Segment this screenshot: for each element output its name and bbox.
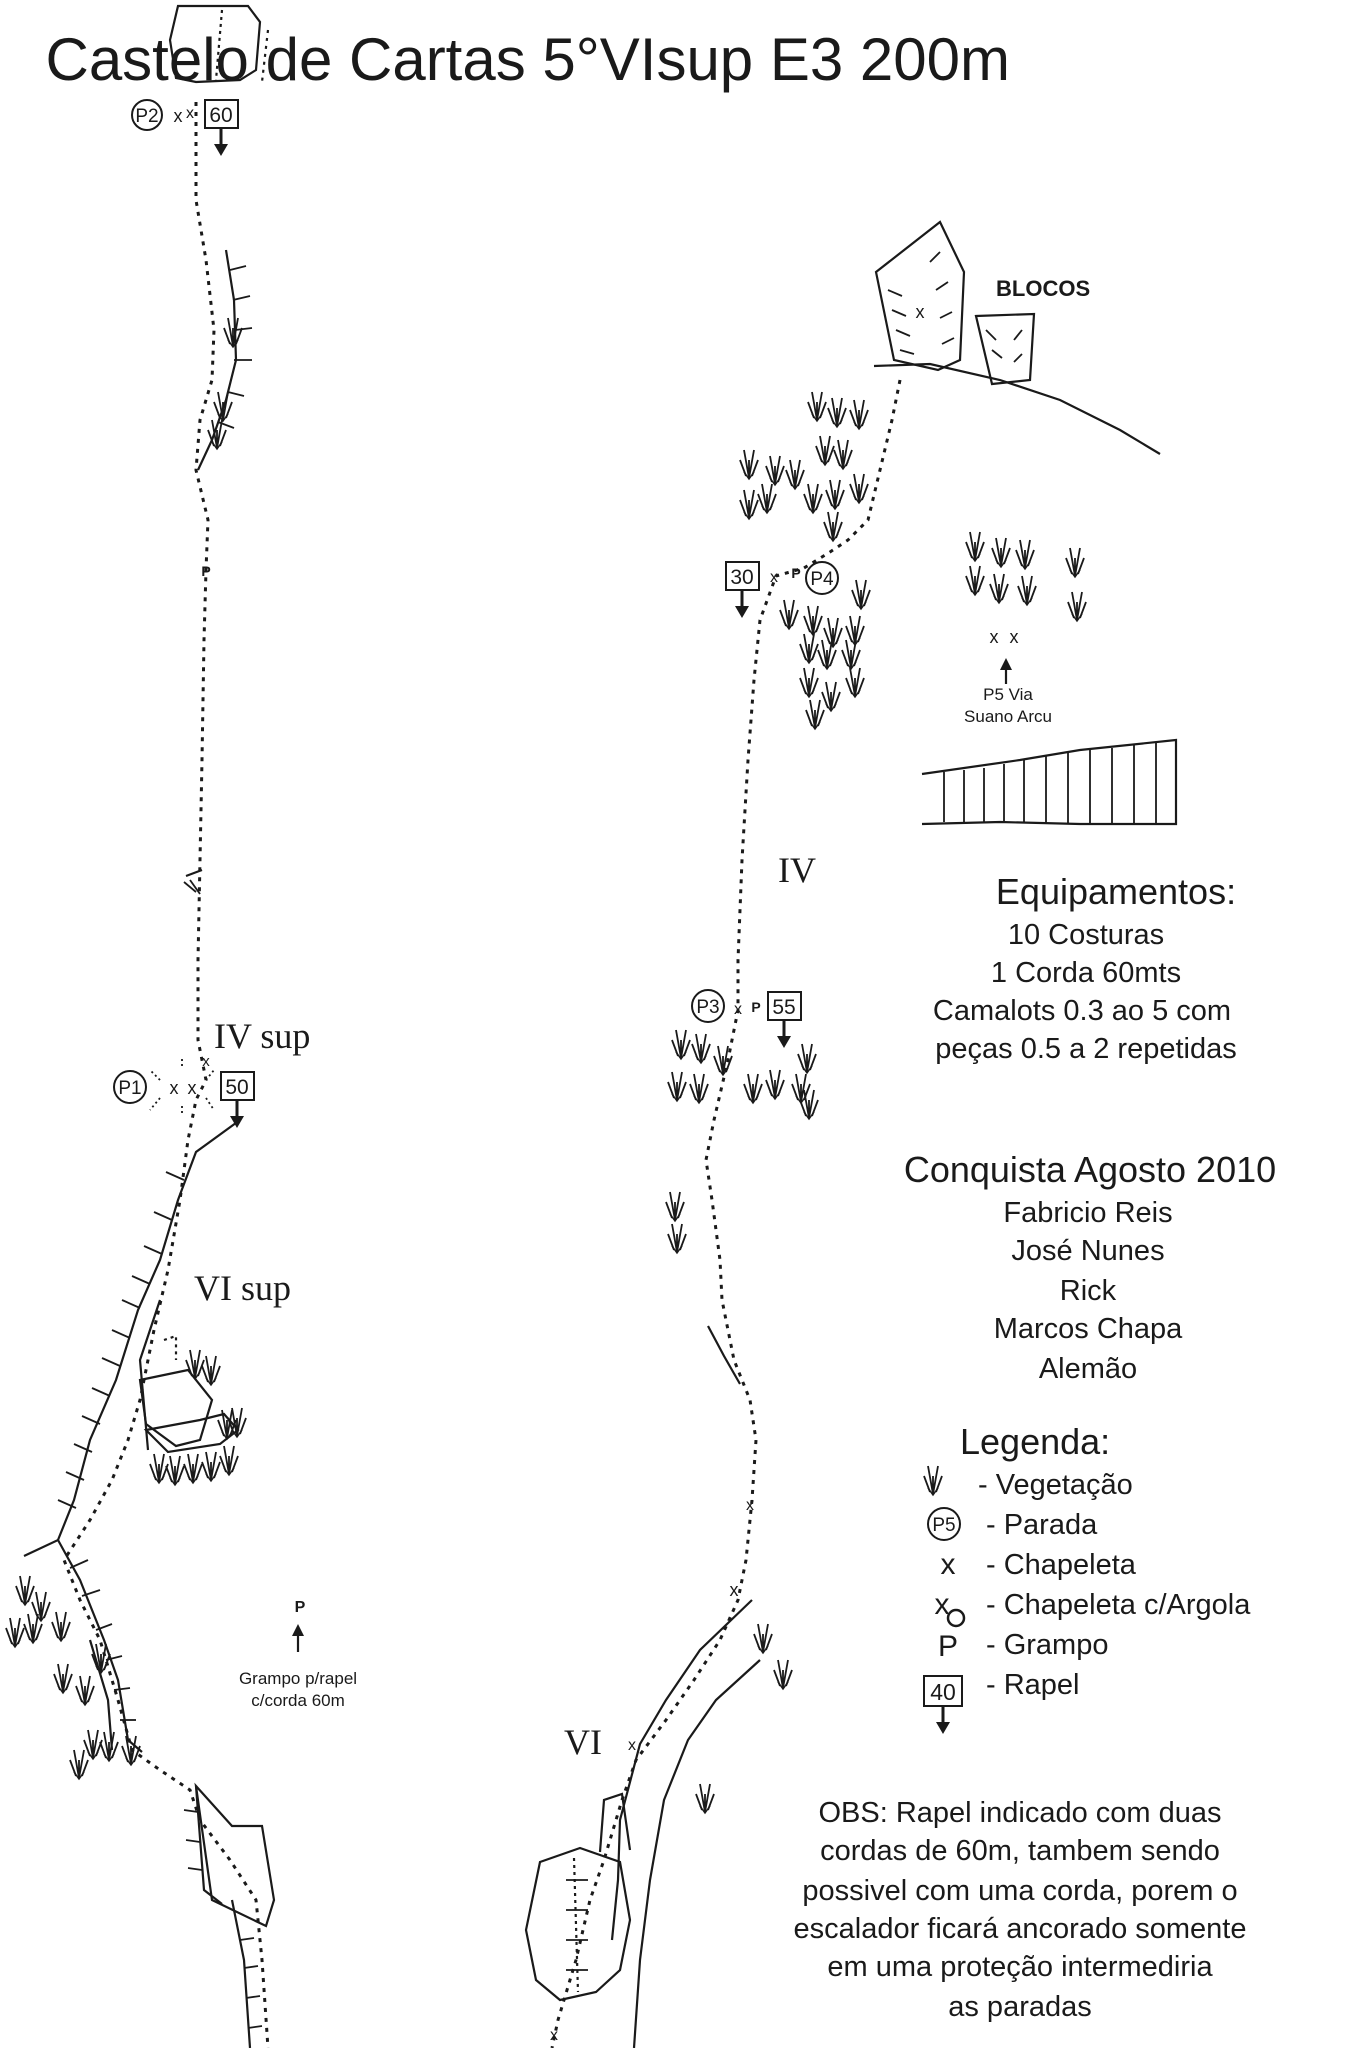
obs-line: OBS: Rapel indicado com duas <box>819 1797 1222 1829</box>
grade-iv-sup: IV sup <box>214 1016 310 1056</box>
climber-name: Fabricio Reis <box>1003 1197 1172 1229</box>
legend-label-vegetation: - Vegetação <box>978 1469 1133 1501</box>
bolt-marker: x <box>1010 627 1019 647</box>
legend-heading-text: Legenda <box>960 1421 1101 1462</box>
equipment-line: Camalots 0.3 ao 5 com <box>933 995 1231 1027</box>
station-p4 <box>805 561 839 595</box>
equipment-line: 10 Costuras <box>1008 919 1164 951</box>
bolt-ring-marker: x <box>550 2027 558 2044</box>
first-ascent-section: Conquista Agosto 2010 Fabricio Reis José… <box>904 1149 1276 1385</box>
station-p2 <box>131 99 163 131</box>
grampo-marker: P <box>295 1599 306 1616</box>
obs-note: OBS: Rapel indicado com duas cordas de 6… <box>794 1797 1247 2023</box>
summit-block-left <box>168 4 262 84</box>
rapel-icon-text: 40 <box>930 1679 956 1705</box>
bolt-marker: x <box>186 105 194 122</box>
climber-name: Rick <box>1060 1275 1117 1307</box>
legend-label-rapel: - Rapel <box>986 1669 1080 1701</box>
overhang-outline <box>921 738 1178 826</box>
bolt-ring-marker: x <box>174 106 183 126</box>
rapel-55-label: 55 <box>772 996 795 1019</box>
bolt-ring-marker: x <box>730 1580 739 1600</box>
station-p1 <box>113 1070 147 1104</box>
legend-label-chapeleta-argola: - Chapeleta c/Argola <box>986 1589 1251 1621</box>
station-p3-label: P3 <box>696 997 719 1018</box>
climber-name: Marcos Chapa <box>994 1313 1183 1345</box>
base-boulder <box>524 1846 632 2002</box>
equipment-heading: Equipamentos: <box>996 871 1236 912</box>
bolt-icon: x <box>941 1548 956 1581</box>
blocos-boulder-2 <box>974 312 1036 386</box>
station-p3 <box>691 989 725 1023</box>
p5-via-line2: Suano Arcu <box>964 707 1052 726</box>
legend: Legenda: - Vegetação P5 - Parada x - Cha… <box>923 1421 1251 1736</box>
equipment-line: 1 Corda 60mts <box>991 957 1181 989</box>
obs-line: possivel com uma corda, porem o <box>802 1875 1237 1907</box>
blocos-label: BLOCOS <box>996 276 1090 301</box>
equipment-line: peças 0.5 a 2 repetidas <box>935 1033 1236 1065</box>
p5-via-line1: P5 Via <box>983 685 1033 704</box>
bolt-ring-icon-ring <box>946 1608 966 1628</box>
legend-label-parada: - Parada <box>986 1509 1098 1541</box>
rapel-30-label: 30 <box>730 566 753 589</box>
bolt-ring-marker: x <box>734 1001 742 1018</box>
grampo-marker: P <box>201 563 210 579</box>
rapel-box-60 <box>204 99 239 129</box>
obs-line: cordas de 60m, tambem sendo <box>820 1835 1220 1867</box>
blocos-boulder-1 <box>874 220 966 372</box>
grade-vi-sup: VI sup <box>194 1268 291 1308</box>
bolt-marker: x <box>202 1053 210 1070</box>
bolt-marker: x <box>628 1737 636 1754</box>
station-icon <box>927 1507 961 1541</box>
bolt-marker: x <box>916 302 925 322</box>
bolt-ring-marker: x <box>770 569 778 586</box>
grampo-note-line2: c/corda 60m <box>251 1691 345 1710</box>
grampo-icon: P <box>938 1630 958 1663</box>
obs-line: escalador ficará ancorado somente <box>794 1913 1247 1945</box>
topo-title: Castelo de Cartas 5°VIsup E3 200m <box>45 26 1010 93</box>
rapel-box-55 <box>767 991 802 1021</box>
obs-line: em uma proteção intermediria <box>827 1951 1213 1983</box>
legend-heading: Legenda: <box>960 1421 1110 1462</box>
rapel-box-30 <box>725 561 760 591</box>
bolt-marker: x <box>990 627 999 647</box>
bolt-ring-icon: x <box>935 1588 950 1621</box>
left-route: P2 x x 60 P1 x x 50 <box>5 4 357 2048</box>
legend-label-chapeleta: - Chapeleta <box>986 1549 1137 1581</box>
grampo-marker: P <box>791 565 800 581</box>
first-ascent-heading: Conquista Agosto 2010 <box>904 1149 1276 1190</box>
right-route: x BLOCOS 30 x P P4 x x P5 Via <box>524 220 1178 2048</box>
legend-label-grampo: - Grampo <box>986 1629 1108 1661</box>
climber-name: Alemão <box>1039 1353 1137 1385</box>
grade-iv: IV <box>778 850 816 890</box>
bolt-marker: x <box>188 1078 197 1098</box>
climber-name: José Nunes <box>1011 1235 1164 1267</box>
bolt-marker: x <box>170 1078 179 1098</box>
station-p1-label: P1 <box>118 1078 141 1099</box>
grade-vi: VI <box>564 1722 602 1762</box>
grampo-note-line1: Grampo p/rapel <box>239 1669 357 1688</box>
station-p2-label: P2 <box>135 106 158 127</box>
rapel-box-50 <box>220 1071 255 1101</box>
station-icon-text: P5 <box>932 1515 955 1536</box>
obs-line: as paradas <box>948 1991 1092 2023</box>
station-p4-label: P4 <box>810 569 834 590</box>
grampo-marker: P <box>751 999 760 1015</box>
vegetation-icon <box>923 1465 943 1496</box>
bolt-marker: x <box>746 1497 754 1514</box>
rapel-50-label: 50 <box>225 1076 248 1099</box>
rapel-60-label: 60 <box>209 104 232 127</box>
equipment-section: Equipamentos: 10 Costuras 1 Corda 60mts … <box>933 871 1237 1065</box>
